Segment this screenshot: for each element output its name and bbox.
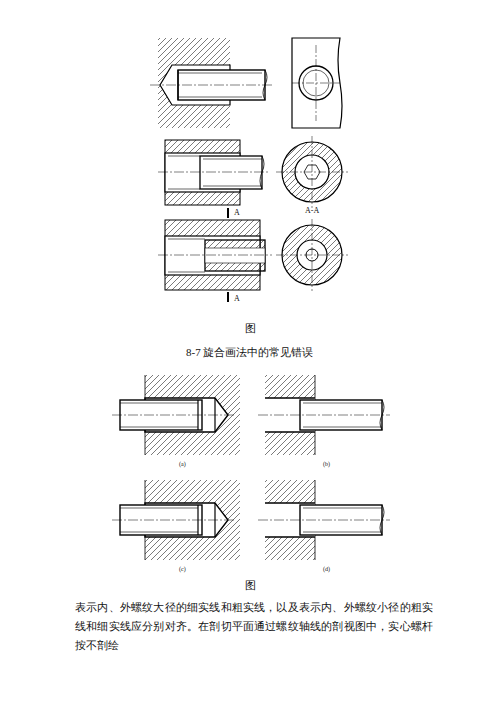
body-paragraph: 表示内、外螺纹大径的细实线和粗实线，以及表示内、外螺纹小径的粗实线和细实线应分别… — [75, 598, 433, 655]
figure-label: 图 — [245, 578, 256, 593]
view-label: (c) — [179, 566, 186, 572]
view-label: (a) — [179, 461, 186, 467]
view-label: (b) — [323, 461, 330, 467]
section-mark: A — [234, 294, 240, 303]
figure-caption: 8-7 旋合画法中的常见错误 — [186, 345, 313, 360]
view-label: (d) — [323, 566, 330, 572]
figure-label: 图 — [245, 321, 256, 336]
section-mark: A — [234, 208, 240, 217]
section-label: A-A — [305, 206, 319, 215]
